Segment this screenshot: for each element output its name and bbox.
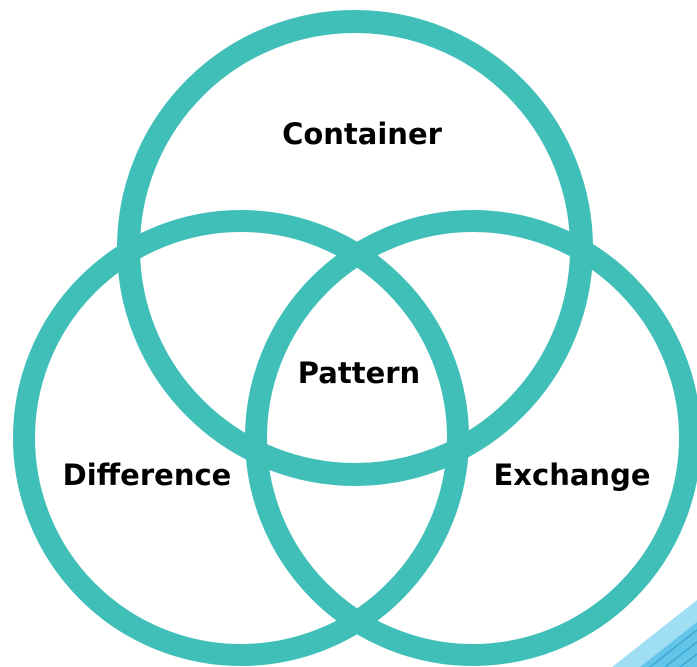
circle-exchange-inner xyxy=(260,225,686,651)
label-container: Container xyxy=(282,117,443,151)
corner-decoration xyxy=(612,600,697,667)
circle-difference-inner xyxy=(28,225,454,651)
circle-container-inner xyxy=(134,27,576,469)
label-pattern: Pattern xyxy=(298,356,420,390)
label-difference: Difference xyxy=(63,458,232,492)
circle-exchange xyxy=(245,210,697,666)
label-exchange: Exchange xyxy=(494,458,651,492)
